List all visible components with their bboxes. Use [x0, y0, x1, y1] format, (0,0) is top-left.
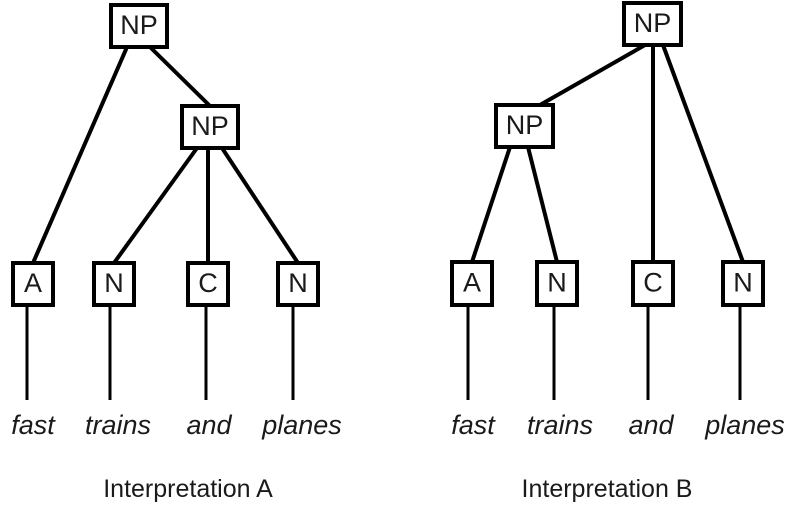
- node-label-b-leaf-c: C: [643, 268, 663, 298]
- node-label-b-root-np: NP: [634, 8, 672, 38]
- branch-b-innernp-to-a: [470, 146, 512, 263]
- node-box-a-leaf-a: [11, 261, 55, 307]
- node-box-a-inner-np: [180, 104, 240, 150]
- branch-a-root-to-innernp: [148, 45, 212, 108]
- node-a-leaf-c[interactable]: C: [186, 261, 230, 307]
- node-label-a-leaf-a: A: [24, 268, 42, 298]
- node-a-leaf-a[interactable]: A: [11, 261, 55, 307]
- branch-b-root-to-n2: [661, 44, 745, 263]
- node-b-leaf-n1[interactable]: N: [535, 260, 579, 307]
- node-label-a-leaf-n2: N: [288, 268, 308, 298]
- node-a-leaf-n2[interactable]: N: [276, 261, 320, 307]
- branch-a-innernp-to-n1: [112, 146, 199, 265]
- node-box-a-leaf-n1: [92, 261, 136, 307]
- node-label-b-leaf-n2: N: [733, 268, 753, 298]
- node-label-a-root-np: NP: [120, 10, 158, 40]
- node-label-b-leaf-n1: N: [547, 268, 567, 298]
- word-a-word-planes: planes: [261, 410, 342, 440]
- node-b-leaf-a[interactable]: A: [450, 260, 494, 307]
- word-a-word-and: and: [186, 410, 232, 440]
- node-box-b-leaf-a: [450, 260, 494, 307]
- caption-interpretation-b: Interpretation B: [522, 475, 693, 503]
- branch-a-root-to-a: [31, 46, 129, 264]
- node-box-b-inner-np: [494, 103, 555, 149]
- word-b-word-fast: fast: [451, 410, 496, 440]
- node-box-a-leaf-c: [186, 261, 230, 307]
- node-box-b-leaf-n1: [535, 260, 579, 307]
- node-box-a-root-np: [109, 3, 169, 49]
- word-b-word-planes: planes: [704, 410, 785, 440]
- node-label-a-leaf-n1: N: [104, 268, 124, 298]
- node-box-a-leaf-n2: [276, 261, 320, 307]
- word-b-word-trains: trains: [527, 410, 593, 440]
- node-b-root-np[interactable]: NP: [622, 1, 683, 47]
- node-a-root-np[interactable]: NP: [109, 3, 169, 49]
- node-label-a-leaf-c: C: [198, 268, 218, 298]
- node-box-b-leaf-n2: [721, 260, 765, 307]
- node-b-leaf-c[interactable]: C: [631, 260, 675, 307]
- node-box-b-leaf-c: [631, 260, 675, 307]
- node-b-leaf-n2[interactable]: N: [721, 260, 765, 307]
- word-a-word-trains: trains: [85, 410, 151, 440]
- caption-interpretation-a: Interpretation A: [103, 475, 273, 503]
- branch-b-root-to-innernp: [539, 43, 646, 107]
- node-a-inner-np[interactable]: NP: [180, 104, 240, 150]
- node-label-b-inner-np: NP: [506, 110, 544, 140]
- word-b-word-and: and: [628, 410, 674, 440]
- node-a-leaf-n1[interactable]: N: [92, 261, 136, 307]
- node-label-b-leaf-a: A: [463, 268, 481, 298]
- node-label-a-inner-np: NP: [191, 111, 229, 141]
- branch-b-innernp-to-n1: [526, 146, 559, 263]
- branch-a-innernp-to-n2: [220, 146, 300, 265]
- node-box-b-root-np: [622, 1, 683, 47]
- word-a-word-fast: fast: [11, 410, 56, 440]
- node-b-inner-np[interactable]: NP: [494, 103, 555, 149]
